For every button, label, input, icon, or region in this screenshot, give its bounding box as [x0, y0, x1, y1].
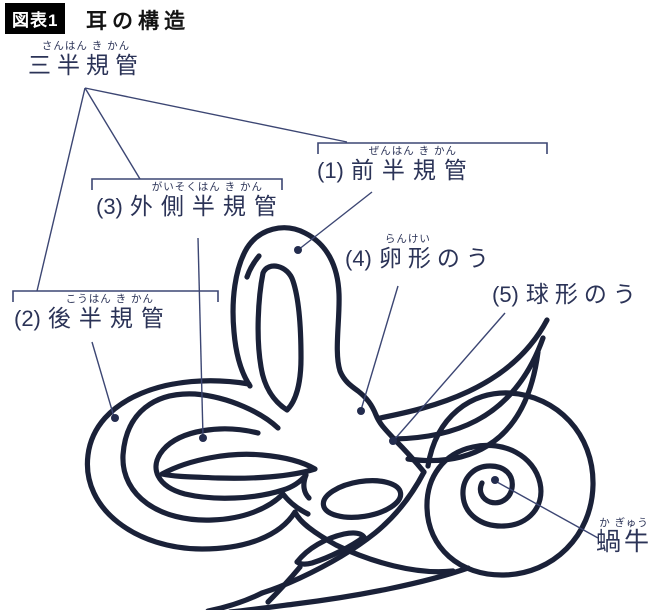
page-title: 耳の構造	[86, 10, 190, 33]
label-lateral-canal: (3) がいそくはん き かん 外側半規管	[96, 181, 285, 220]
leader-lateral	[197, 237, 204, 438]
label-semicircular-canals: さんはん き かん 三半規管	[28, 40, 144, 79]
leader-dot-saccule	[389, 437, 397, 445]
furigana-utricle: らんけい	[384, 233, 431, 245]
label-number-lateral: (3)	[96, 194, 123, 219]
nerve-line-3	[405, 349, 541, 464]
label-text-semicircular-canals: 三半規管	[28, 52, 144, 78]
label-number-saccule: (5)	[492, 282, 519, 307]
furigana-cochlea: か ぎゅう	[599, 517, 649, 529]
label-text-cochlea: 蝸牛	[596, 528, 653, 556]
anterior-canal-outer-stroke	[230, 225, 427, 475]
lateral-canal-outer-stroke	[153, 426, 312, 501]
label-cochlea: か ぎゅう 蝸牛	[596, 517, 652, 556]
duct-lower-stroke	[228, 565, 471, 610]
label-anterior-canal: (1) ぜんはん き かん 前半規管	[317, 145, 475, 184]
branch-line-to-anterior	[84, 87, 348, 143]
oval-window-stroke	[320, 478, 404, 520]
leader-dot-anterior	[294, 246, 302, 254]
furigana-semicircular-canals: さんはん き かん	[41, 40, 131, 52]
label-posterior-canal: (2) こうはん き かん 後半規管	[14, 293, 172, 332]
lateral-canal-hole-stroke	[159, 451, 318, 481]
label-saccule: (5) 球形のう	[492, 281, 642, 308]
label-text-posterior: 後半規管	[47, 305, 172, 331]
leader-posterior	[91, 341, 115, 418]
bracket-lateral	[91, 178, 283, 190]
leader-dot-cochlea	[491, 476, 499, 484]
label-text-lateral: 外側半規管	[129, 193, 285, 219]
label-text-saccule: 球形のう	[525, 281, 642, 307]
leader-cochlea	[496, 481, 599, 539]
label-number-utricle: (4)	[345, 246, 372, 271]
labyrinth-drawing	[84, 225, 596, 610]
leader-dot-posterior	[111, 414, 119, 422]
label-number-anterior: (1)	[317, 158, 344, 183]
label-text-utricle-kana: のう	[436, 245, 495, 271]
leader-dot-lateral	[199, 434, 207, 442]
leader-utricle	[360, 285, 399, 411]
branch-line-to-lateral	[84, 87, 141, 180]
cochlea-spiral-stroke	[424, 390, 596, 578]
furigana-posterior: こうはん き かん	[65, 293, 155, 305]
figure-badge: 図表1	[5, 3, 66, 34]
duct-prong-2	[265, 564, 303, 605]
nerve-line-2	[391, 335, 546, 442]
label-number-posterior: (2)	[14, 306, 41, 331]
leader-saccule	[393, 312, 506, 441]
canal-tick-stroke	[244, 253, 262, 280]
posterior-canal-inner-stroke	[120, 391, 311, 523]
anterior-canal-hole-stroke	[255, 263, 304, 413]
label-text-anterior: 前半規管	[350, 157, 475, 183]
nerve-line-1	[377, 317, 550, 421]
annotation-lines	[12, 87, 599, 539]
leader-dot-utricle	[357, 407, 365, 415]
leader-anterior	[297, 191, 373, 251]
bracket-posterior	[12, 290, 219, 302]
branch-line-to-posterior	[36, 87, 86, 292]
label-utricle: (4) らんけい 卵形 のう	[345, 233, 495, 272]
furigana-anterior: ぜんはん き かん	[368, 145, 458, 157]
label-text-utricle-kanji: 卵形	[378, 245, 437, 271]
furigana-lateral: がいそくはん き かん	[151, 181, 264, 193]
bracket-anterior	[317, 142, 548, 154]
duct-leaf-stroke	[294, 530, 367, 567]
